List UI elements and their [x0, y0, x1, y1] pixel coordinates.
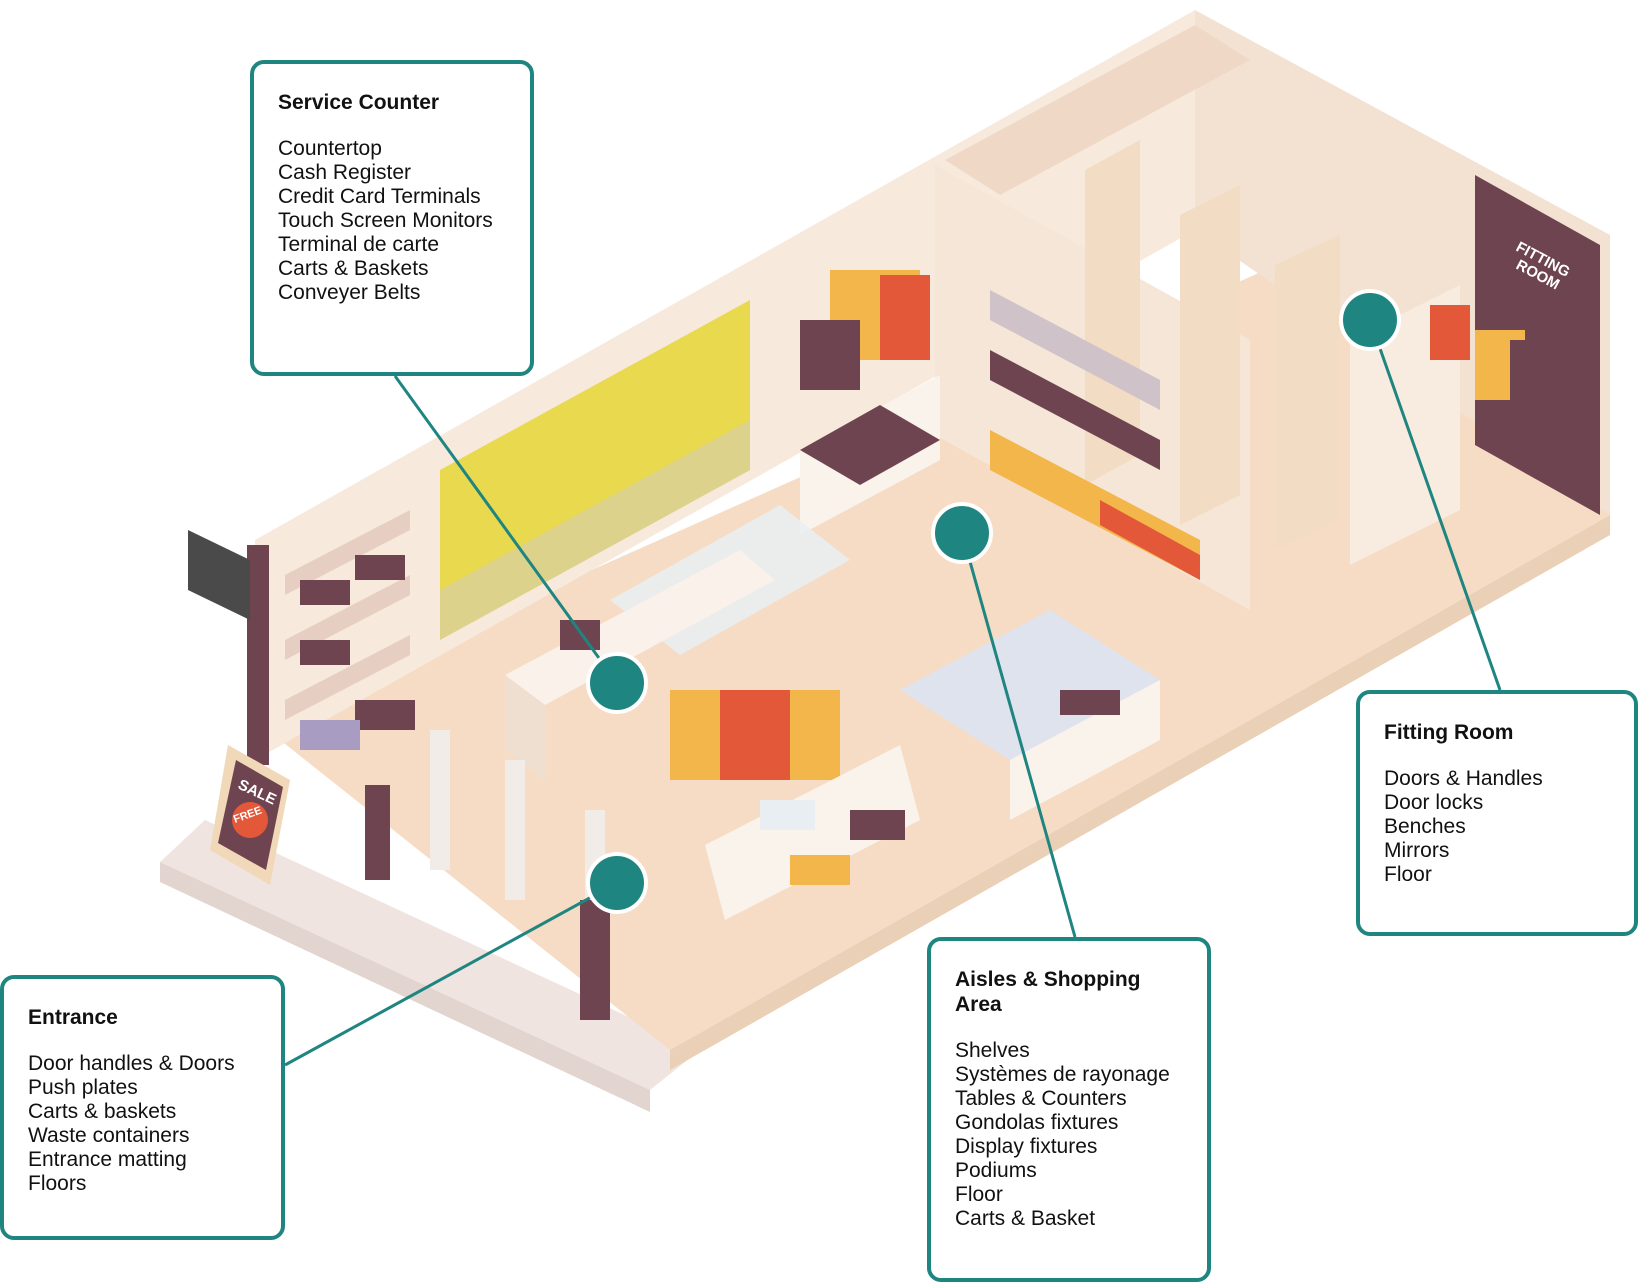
counter-top [505, 550, 775, 705]
leader-entrance [284, 881, 618, 1067]
window-sheen [440, 420, 750, 640]
callout-title: Fitting Room [1384, 721, 1514, 744]
list-item: Door handles & Doors [28, 1052, 235, 1075]
marker-aisles[interactable] [931, 502, 993, 564]
leader-service [393, 375, 619, 684]
list-item: Entrance matting [28, 1148, 187, 1171]
list-item: Touch Screen Monitors [278, 209, 493, 232]
list-item: Benches [1384, 815, 1466, 838]
list-item: Gondolas fixtures [955, 1111, 1119, 1134]
fitting-rack-clothes [1430, 305, 1550, 400]
center-rack [670, 690, 920, 920]
list-item: Carts & Baskets [278, 257, 429, 280]
list-item: Carts & baskets [28, 1100, 177, 1123]
callout-list: Shelves Systèmes de rayonage Tables & Co… [955, 1039, 1185, 1231]
list-item: Carts & Basket [955, 1207, 1096, 1230]
callout-list: Countertop Cash Register Credit Card Ter… [278, 137, 508, 305]
store-sign-board [188, 530, 250, 620]
counter-body [505, 675, 545, 780]
callout-aisles-shopping-area: Aisles & Shopping Area Shelves Systèmes … [927, 937, 1211, 1282]
display-shelves [990, 290, 1200, 580]
sidewalk [160, 820, 700, 1090]
leader-aisles [960, 532, 1077, 938]
list-item: Terminal de carte [278, 233, 440, 256]
jeans-table [900, 610, 1160, 820]
list-item: Floors [28, 1172, 87, 1195]
callout-title: Service Counter [278, 91, 440, 114]
marker-service-counter[interactable] [586, 652, 648, 714]
fitting-door-1 [1085, 140, 1140, 485]
wall-rack-tshirts [800, 270, 930, 390]
left-wall-shelving [285, 510, 415, 750]
marker-fitting-room[interactable] [1339, 289, 1401, 351]
list-item: Waste containers [28, 1124, 190, 1147]
marker-entrance[interactable] [586, 852, 648, 914]
leader-fitting [1368, 319, 1502, 691]
callout-fitting-room: Fitting Room Doors & Handles Door locks … [1356, 690, 1638, 936]
callout-title: Aisles & Shopping Area [955, 968, 1141, 1016]
fitting-door-2 [1180, 185, 1240, 525]
callout-title: Entrance [28, 1006, 118, 1029]
callout-service-counter: Service Counter Countertop Cash Register… [250, 60, 534, 376]
callout-list: Door handles & Doors Push plates Carts &… [28, 1052, 259, 1196]
list-item: Door locks [1384, 791, 1484, 814]
list-item: Podiums [955, 1159, 1037, 1182]
list-item: Systèmes de rayonage [955, 1063, 1170, 1086]
list-item: Credit Card Terminals [278, 185, 481, 208]
sidewalk-edge [160, 862, 650, 1112]
list-item: Countertop [278, 137, 382, 160]
list-item: Display fixtures [955, 1135, 1098, 1158]
floor-edge [670, 515, 1610, 1070]
list-item: Mirrors [1384, 839, 1450, 862]
bench-top [800, 405, 940, 485]
list-item: Tables & Counters [955, 1087, 1127, 1110]
list-item: Doors & Handles [1384, 767, 1543, 790]
callout-list: Doors & Handles Door locks Benches Mirro… [1384, 767, 1612, 887]
fitting-door-3 [1275, 235, 1340, 550]
list-item: Floor [955, 1183, 1003, 1206]
security-gates [365, 730, 610, 1020]
entrance-post [247, 545, 269, 765]
list-item: Floor [1384, 863, 1432, 886]
fitting-wall [945, 25, 1250, 195]
list-item: Cash Register [278, 161, 412, 184]
cash-register [560, 620, 600, 650]
callout-entrance: Entrance Door handles & Doors Push plate… [0, 975, 285, 1240]
list-item: Push plates [28, 1076, 138, 1099]
sale-sign: SALE FREE [210, 745, 290, 885]
list-item: Shelves [955, 1039, 1030, 1062]
list-item: Conveyer Belts [278, 281, 421, 304]
